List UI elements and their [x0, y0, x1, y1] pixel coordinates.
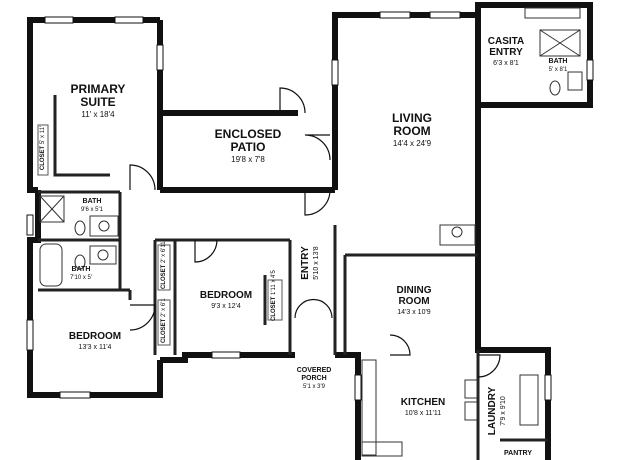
room-dimensions: 5' x 8'1: [548, 67, 568, 73]
room-primary-suite: PRIMARY SUITE 11' x 18'4: [58, 83, 138, 120]
interior-walls: [38, 95, 548, 460]
room-covered-porch: COVERED PORCH 5'1 x 3'9: [285, 367, 343, 391]
door-swing: [477, 354, 501, 378]
closet-dimensions: 1'11 x 4'5: [271, 270, 277, 295]
closet-dimensions: 5' x 11': [40, 125, 46, 145]
room-name: KITCHEN: [400, 397, 446, 408]
floor-area: [28, 18, 628, 458]
room-name: PANTRY: [504, 450, 532, 457]
room-dimensions: 10'8 x 11'11: [404, 410, 442, 417]
closet-name: CLOSET: [161, 264, 167, 289]
fixtures: [39, 7, 583, 457]
room-name: ENTRY: [300, 246, 311, 280]
room-dining-room: DINING ROOM 14'3 x 10'9: [378, 285, 450, 318]
shower: [39, 195, 65, 223]
room-name: CASITA: [487, 36, 525, 47]
room-name: ENTRY: [489, 47, 523, 58]
door-swing: [129, 304, 156, 331]
room-name: BATH: [82, 198, 102, 205]
room-name: DINING: [396, 285, 432, 296]
toilet: [74, 220, 86, 236]
shower: [539, 29, 581, 57]
room-name: ROOM: [393, 124, 431, 138]
room-dimensions: 7'10 x 5': [70, 275, 92, 281]
room-dimensions: 13'3 x 11'4: [78, 344, 112, 351]
door-swing: [279, 87, 306, 114]
closet-dimensions: 2' x 6'11: [161, 241, 167, 263]
closet-entry: CLOSET 1'11 x 4'5: [271, 270, 277, 321]
room-dimensions: 9'3 x 12'4: [211, 303, 241, 310]
closet-bedroom-b: CLOSET 2' x 6'1: [161, 298, 167, 343]
room-enclosed-patio: ENCLOSED PATIO 19'8 x 7'8: [203, 128, 293, 165]
room-name: BATH: [548, 58, 568, 65]
closet-primary: CLOSET 5' x 11': [40, 125, 46, 171]
room-name: ROOM: [398, 296, 430, 307]
room-bath-upper: BATH 9'6 x 5'1: [66, 198, 118, 214]
room-name: LAUNDRY: [487, 386, 498, 436]
door-swing: [304, 134, 331, 161]
room-casita-bath: BATH 5' x 8'1: [538, 58, 578, 74]
room-name: PRIMARY: [70, 82, 126, 96]
room-dimensions: 9'6 x 5'1: [81, 207, 103, 213]
closet-outlines: [37, 124, 283, 346]
room-casita-entry: CASITA ENTRY 6'3 x 8'1: [480, 36, 532, 69]
room-bedroom-center: BEDROOM 9'3 x 12'4: [190, 290, 262, 312]
door-swing: [389, 334, 411, 356]
door-swing: [304, 189, 331, 216]
room-dimensions: 5'1 x 3'9: [303, 384, 325, 390]
closet-name: CLOSET: [40, 145, 46, 171]
closet-dimensions: 2' x 6'1: [161, 298, 167, 317]
fireplace: [439, 224, 476, 246]
door-swing: [194, 239, 218, 263]
kitchen-counter: [361, 359, 377, 456]
room-dimensions: 14'4 x 24'9: [392, 139, 432, 148]
room-dimensions: 5'10 x 13'8: [313, 246, 320, 280]
closet-name: CLOSET: [271, 296, 277, 321]
room-name: COVERED: [296, 367, 332, 374]
room-name: SUITE: [80, 95, 116, 109]
room-laundry: LAUNDRY 7'9 x 9'10: [487, 373, 509, 449]
toilet: [74, 254, 86, 270]
room-kitchen: KITCHEN 10'8 x 11'11: [385, 397, 461, 419]
closet-name: CLOSET: [161, 318, 167, 343]
windows: [26, 11, 594, 401]
room-pantry: PANTRY: [500, 450, 536, 458]
door-swing: [129, 164, 156, 191]
bathtub: [39, 243, 63, 287]
closet-bedroom-a: CLOSET 2' x 6'11: [161, 241, 167, 289]
room-name: LIVING: [391, 111, 432, 125]
door-swing: [294, 298, 333, 319]
room-dimensions: 14'3 x 10'9: [397, 309, 431, 316]
room-dimensions: 11' x 18'4: [81, 110, 115, 119]
room-name: BEDROOM: [199, 290, 253, 301]
room-dimensions: 6'3 x 8'1: [493, 60, 519, 67]
doors: [129, 87, 501, 378]
room-name: ENCLOSED: [214, 127, 282, 141]
room-bedroom-left: BEDROOM 13'3 x 11'4: [55, 331, 135, 353]
room-bath-lower: BATH 7'10 x 5': [56, 266, 106, 282]
room-living-room: LIVING ROOM 14'4 x 24'9: [372, 112, 452, 149]
room-name: PORCH: [301, 375, 327, 382]
room-entry: ENTRY 5'10 x 13'8: [300, 228, 322, 298]
room-name: BATH: [71, 266, 91, 273]
room-dimensions: 7'9 x 9'10: [500, 396, 507, 426]
room-dimensions: 19'8 x 7'8: [231, 155, 265, 164]
room-name: BEDROOM: [68, 331, 122, 342]
room-name: PATIO: [230, 140, 266, 154]
